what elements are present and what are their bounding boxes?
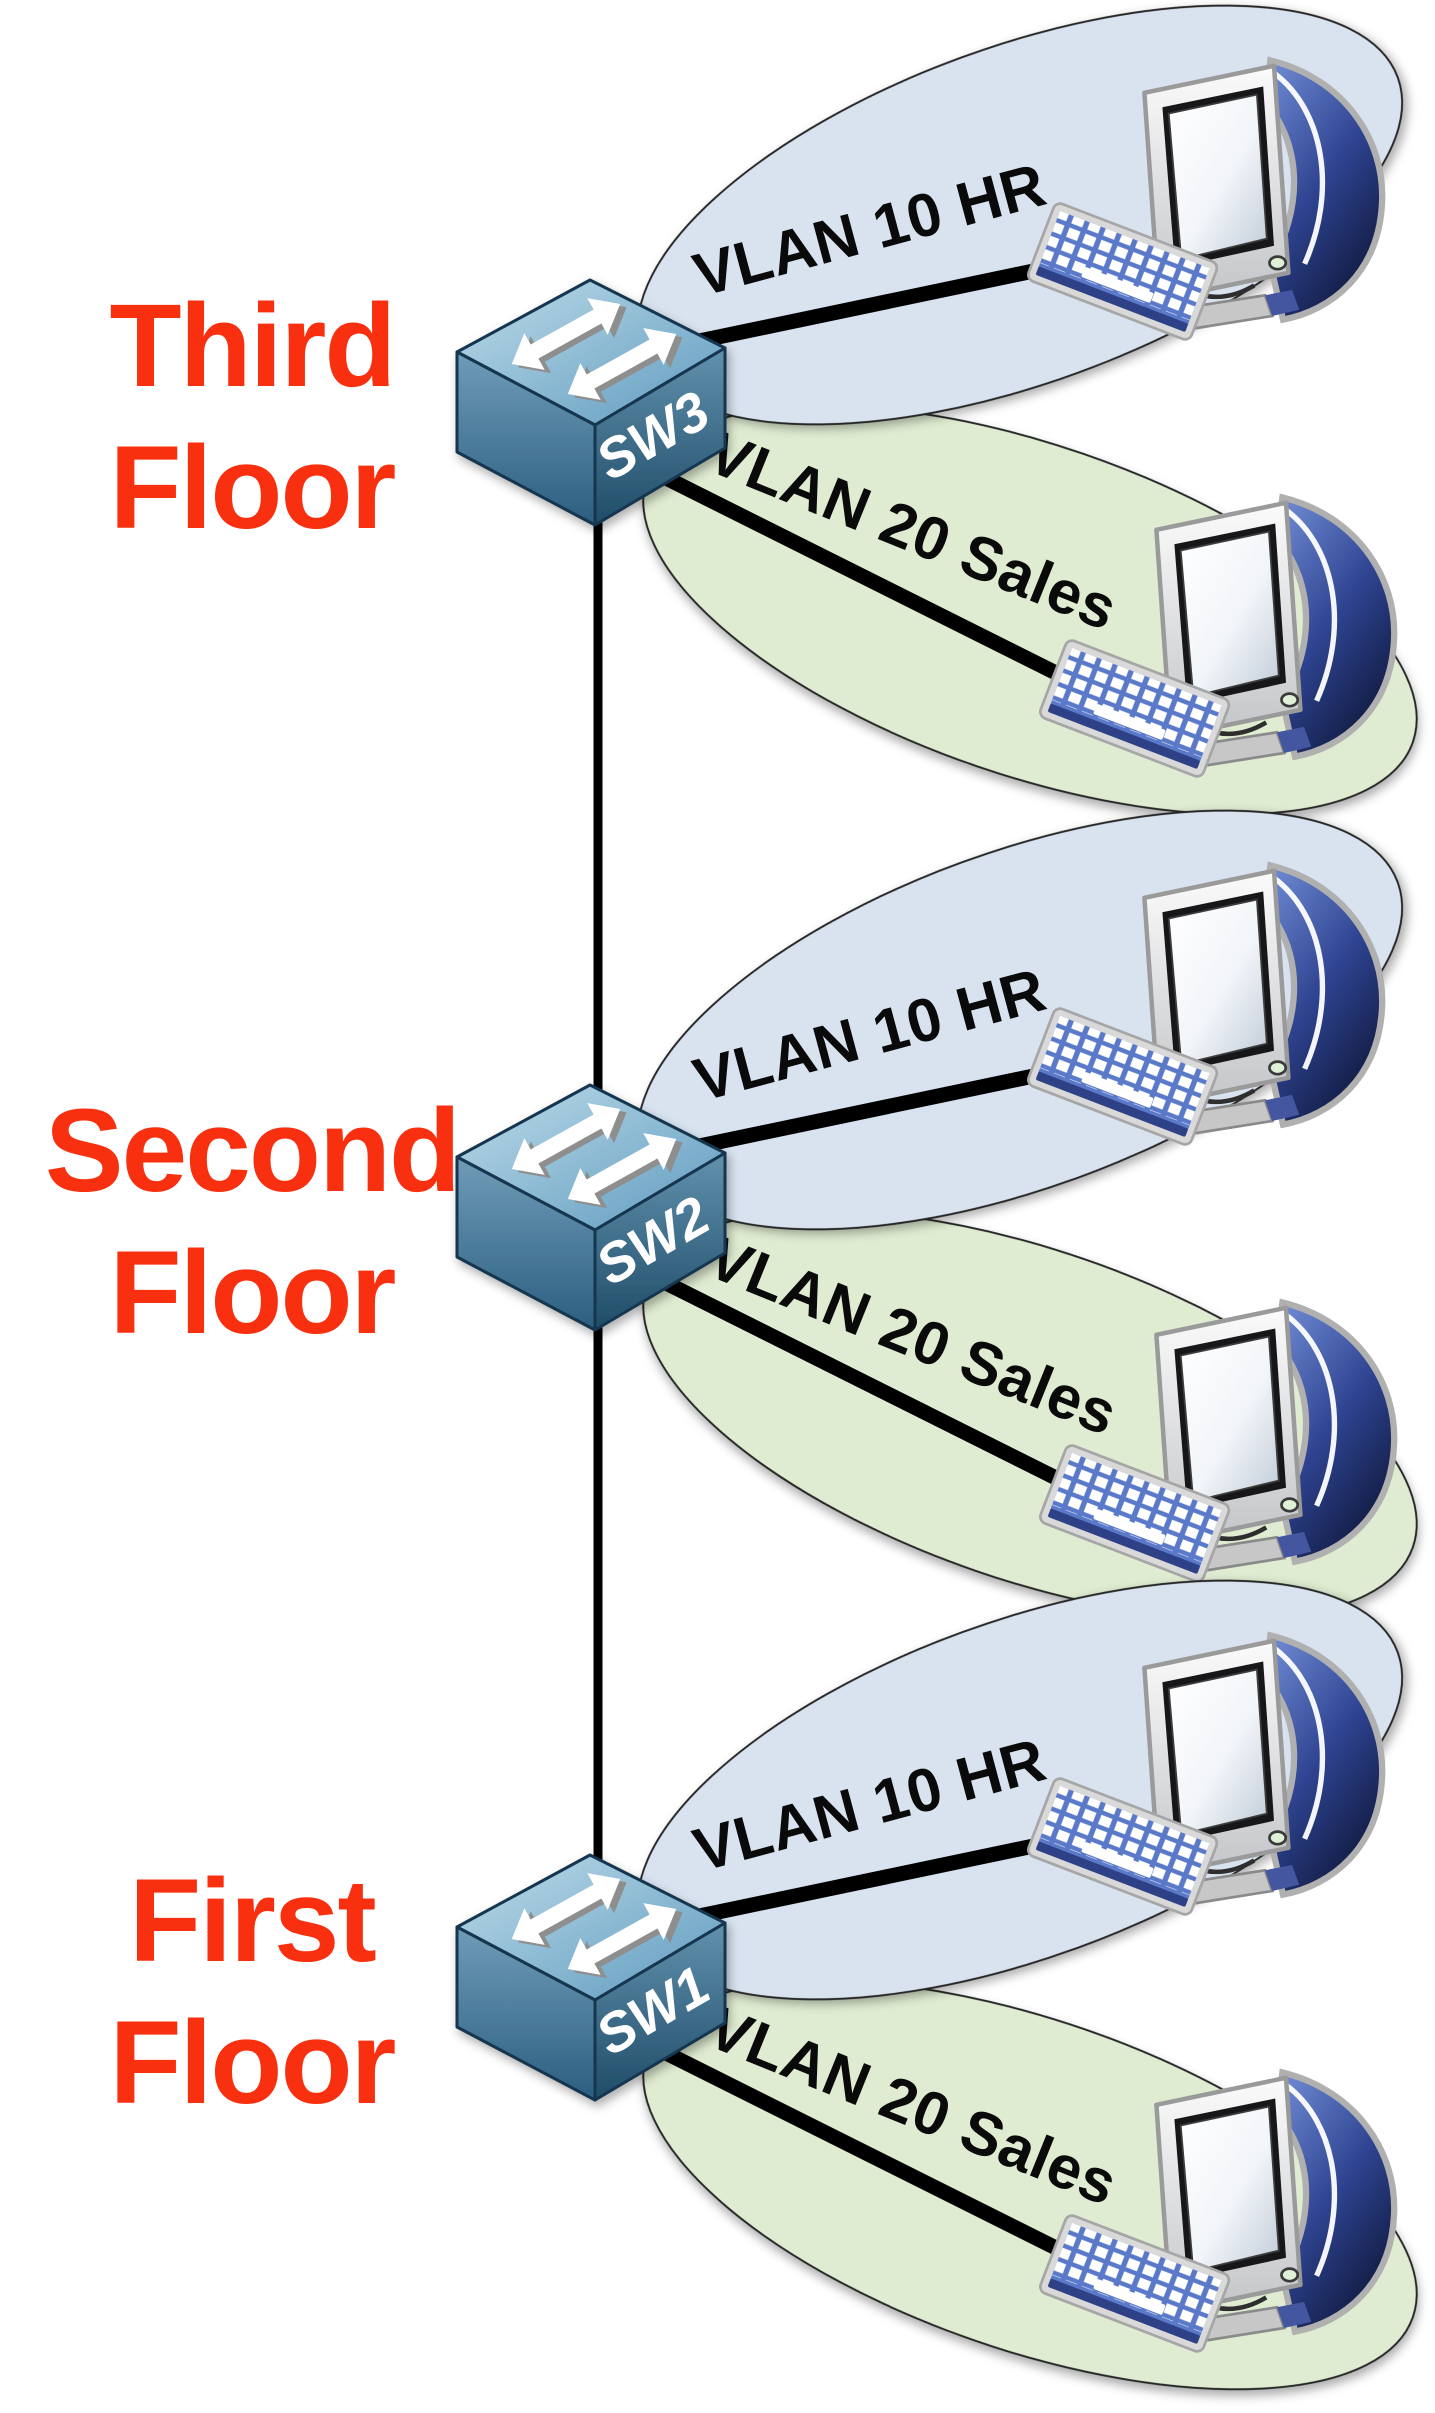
floor-section-first: VLAN 10 HR VLAN 20 Sales SW1 First Floor xyxy=(110,1579,1418,2391)
floor-label-line1: First xyxy=(129,1855,375,1987)
floor-label-line2: Floor xyxy=(110,1227,396,1359)
floor-label-line2: Floor xyxy=(110,1997,396,2129)
vlan20-link-line xyxy=(629,454,1131,716)
vlan20-link-line xyxy=(629,1259,1131,1521)
vlan20-link-line xyxy=(629,2029,1131,2291)
floor-section-second: VLAN 10 HR VLAN 20 Sales SW2 Second Floo… xyxy=(45,809,1418,1621)
floor-section-third: VLAN 10 HR VLAN 20 Sales SW3 Third Floor xyxy=(110,4,1418,816)
floor-label-line1: Third xyxy=(110,280,395,412)
floor-label-line2: Floor xyxy=(110,422,396,554)
floor-label-line1: Second xyxy=(45,1085,459,1217)
